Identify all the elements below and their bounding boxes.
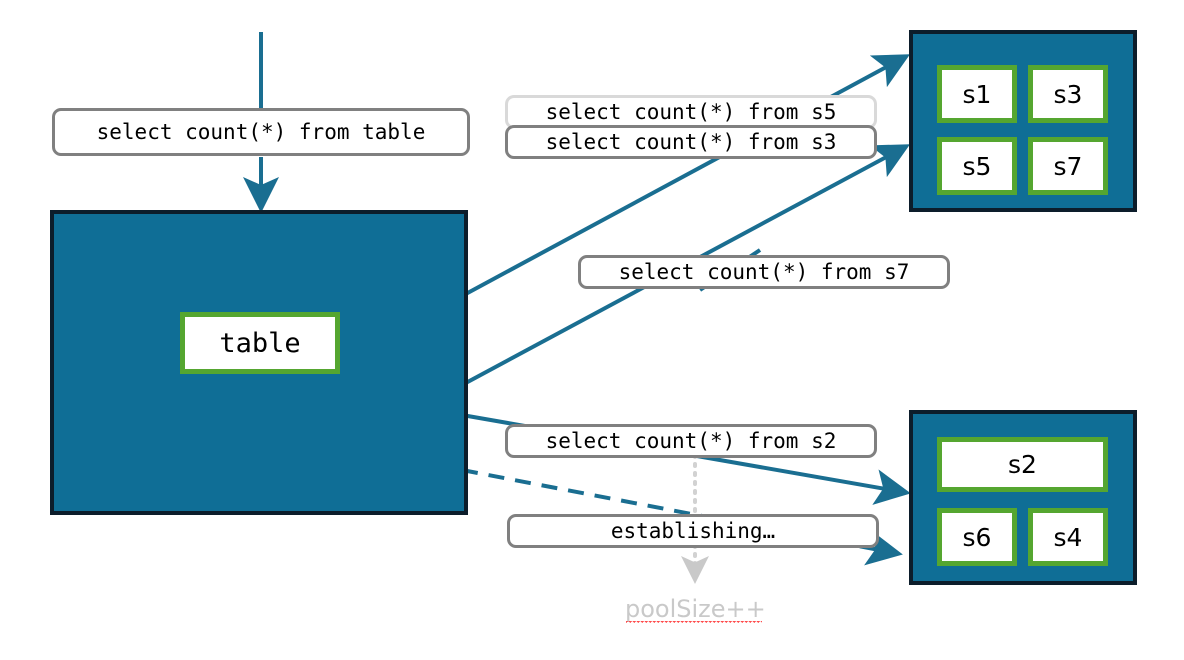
status-label-establishing-text: establishing… bbox=[610, 518, 776, 543]
server-cell-s4-label: s4 bbox=[1053, 522, 1083, 552]
server-cell-s6-label: s6 bbox=[962, 522, 992, 552]
server-cell-s7-label: s7 bbox=[1053, 151, 1083, 181]
server-cell-s7[interactable]: s7 bbox=[1028, 137, 1108, 195]
server-cell-s5-label: s5 bbox=[962, 151, 992, 181]
query-label-source[interactable]: select count(*) from table bbox=[52, 108, 470, 156]
query-label-s2-text: select count(*) from s2 bbox=[545, 428, 837, 453]
query-label-s3[interactable]: select count(*) from s3 bbox=[505, 125, 877, 159]
server-cell-s6[interactable]: s6 bbox=[937, 508, 1017, 566]
server-cell-s4[interactable]: s4 bbox=[1028, 508, 1108, 566]
query-label-source-text: select count(*) from table bbox=[96, 119, 426, 144]
table-cell[interactable]: table bbox=[180, 312, 340, 374]
spellcheck-underline bbox=[626, 621, 762, 625]
query-label-s5-text: select count(*) from s5 bbox=[545, 99, 837, 124]
query-label-s3-text: select count(*) from s3 bbox=[545, 129, 837, 154]
server-cell-s3[interactable]: s3 bbox=[1028, 65, 1108, 123]
poolsize-note: poolSize++ bbox=[625, 595, 766, 623]
server-cell-s2-label: s2 bbox=[1008, 450, 1037, 479]
server-cell-s3-label: s3 bbox=[1053, 79, 1083, 109]
query-label-s5[interactable]: select count(*) from s5 bbox=[505, 95, 877, 129]
poolsize-note-text: poolSize++ bbox=[625, 595, 766, 623]
server-cell-s5[interactable]: s5 bbox=[937, 137, 1017, 195]
server-cell-s2[interactable]: s2 bbox=[937, 437, 1108, 492]
table-cell-label: table bbox=[219, 327, 301, 359]
server-cell-s1[interactable]: s1 bbox=[937, 65, 1017, 123]
query-label-s7[interactable]: select count(*) from s7 bbox=[578, 255, 950, 289]
query-label-s2[interactable]: select count(*) from s2 bbox=[505, 424, 877, 458]
query-label-s7-text: select count(*) from s7 bbox=[618, 259, 910, 284]
server-cell-s1-label: s1 bbox=[962, 79, 992, 109]
status-label-establishing[interactable]: establishing… bbox=[507, 514, 879, 548]
